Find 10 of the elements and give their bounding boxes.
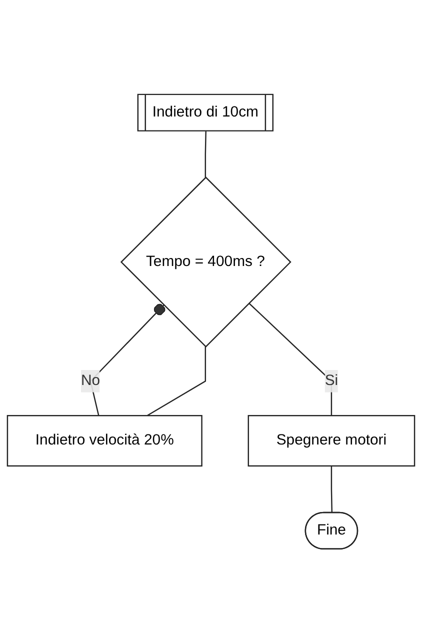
edge-label: Si [324,373,338,389]
node-diamond: Tempo = 400ms ? [120,176,292,348]
connector [204,132,206,178]
node-box: Indietro velocità 20% [6,415,202,467]
connector [90,304,166,416]
connector [146,346,206,416]
node-box: Spegnere motori [248,415,416,467]
connector [330,466,333,514]
edge-label: No [81,373,100,389]
connector [248,303,332,416]
